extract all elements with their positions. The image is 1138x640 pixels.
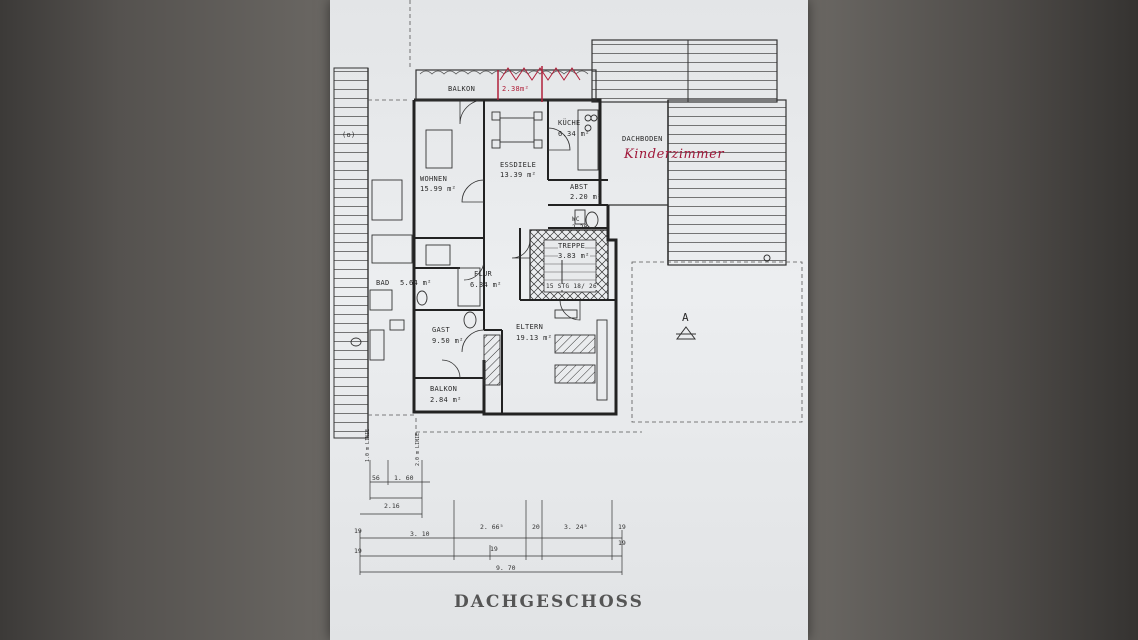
floor-plan-drawing: [333, 0, 803, 575]
dim-19-d: 19: [490, 545, 498, 553]
room-area-essdiele: 13.39 m²: [500, 171, 537, 179]
room-label-wohnen: WOHNEN: [420, 175, 448, 183]
room-area-gast: 9.50 m²: [432, 337, 464, 345]
dim-266: 2. 66⁵: [480, 523, 504, 531]
section-triangle-icon: [676, 326, 696, 340]
left-margin-mark: (o): [342, 131, 356, 139]
room-area-balkon-top: 2.38m²: [502, 85, 530, 93]
dim-3245: 3. 24⁵: [564, 523, 588, 531]
room-label-balkon-bottom: BALKON: [430, 385, 458, 393]
room-label-gast: GAST: [432, 326, 451, 334]
handwritten-kinderzimmer: Kinderzimmer: [624, 147, 725, 162]
dimension-lines: [359, 460, 623, 575]
room-label-wc: WC: [572, 216, 580, 223]
dim-216: 2.16: [384, 502, 400, 510]
roof-left: [333, 67, 369, 439]
room-label-essdiele: ESSDIELE: [500, 161, 537, 169]
room-area-kueche: 6.34 m²: [558, 130, 590, 138]
dim-line-1m: 1.0 m LINIE: [365, 428, 371, 462]
drawing-title: DACHGESCHOSS: [454, 592, 644, 612]
roof-top-right: [591, 39, 787, 266]
dim-56: 56: [372, 474, 380, 482]
dim-line-2m: 2.0 m LINIE: [415, 432, 421, 466]
room-label-abst: ABST: [570, 183, 589, 191]
room-label-treppe: TREPPE: [558, 242, 586, 250]
balcony-top: [415, 66, 597, 102]
stairs-note: 15 STG 18/ 26: [546, 283, 597, 290]
room-area-bad: 5.64 m²: [400, 279, 432, 287]
room-area-wohnen: 15.99 m²: [420, 185, 457, 193]
room-area-eltern: 19.13 m²: [516, 334, 553, 342]
room-label-dachboden: DACHBODEN: [622, 135, 663, 143]
room-label-flur: FLUR: [474, 270, 493, 278]
room-area-treppe: 3.83 m²: [558, 252, 590, 260]
room-label-eltern: ELTERN: [516, 323, 544, 331]
room-label-balkon-top: BALKON: [448, 85, 476, 93]
dim-20: 20: [532, 523, 540, 531]
furniture: [350, 109, 608, 401]
dim-970: 9. 70: [496, 564, 516, 572]
room-area-wc: 2.20: [572, 224, 588, 231]
dim-310: 3. 10: [410, 530, 430, 538]
dim-19-a: 19: [354, 527, 362, 535]
room-label-kueche: KÜCHE: [558, 119, 581, 127]
room-label-bad: BAD: [376, 279, 390, 287]
room-area-abst: 2.20 m²: [570, 193, 602, 201]
room-area-flur: 6.34 m²: [470, 281, 502, 289]
dim-19-c: 19: [354, 547, 362, 555]
dim-19-e: 19: [618, 539, 626, 547]
room-area-balkon-bottom: 2.84 m²: [430, 396, 462, 404]
dim-160: 1. 60: [394, 474, 414, 482]
floor-plan-sheet: BALKON 2.38m² KÜCHE 6.34 m² DACHBODEN Ki…: [330, 0, 808, 640]
dim-19-b: 19: [618, 523, 626, 531]
dashed-outlines: [368, 0, 803, 440]
section-marker-a: A: [682, 311, 689, 324]
